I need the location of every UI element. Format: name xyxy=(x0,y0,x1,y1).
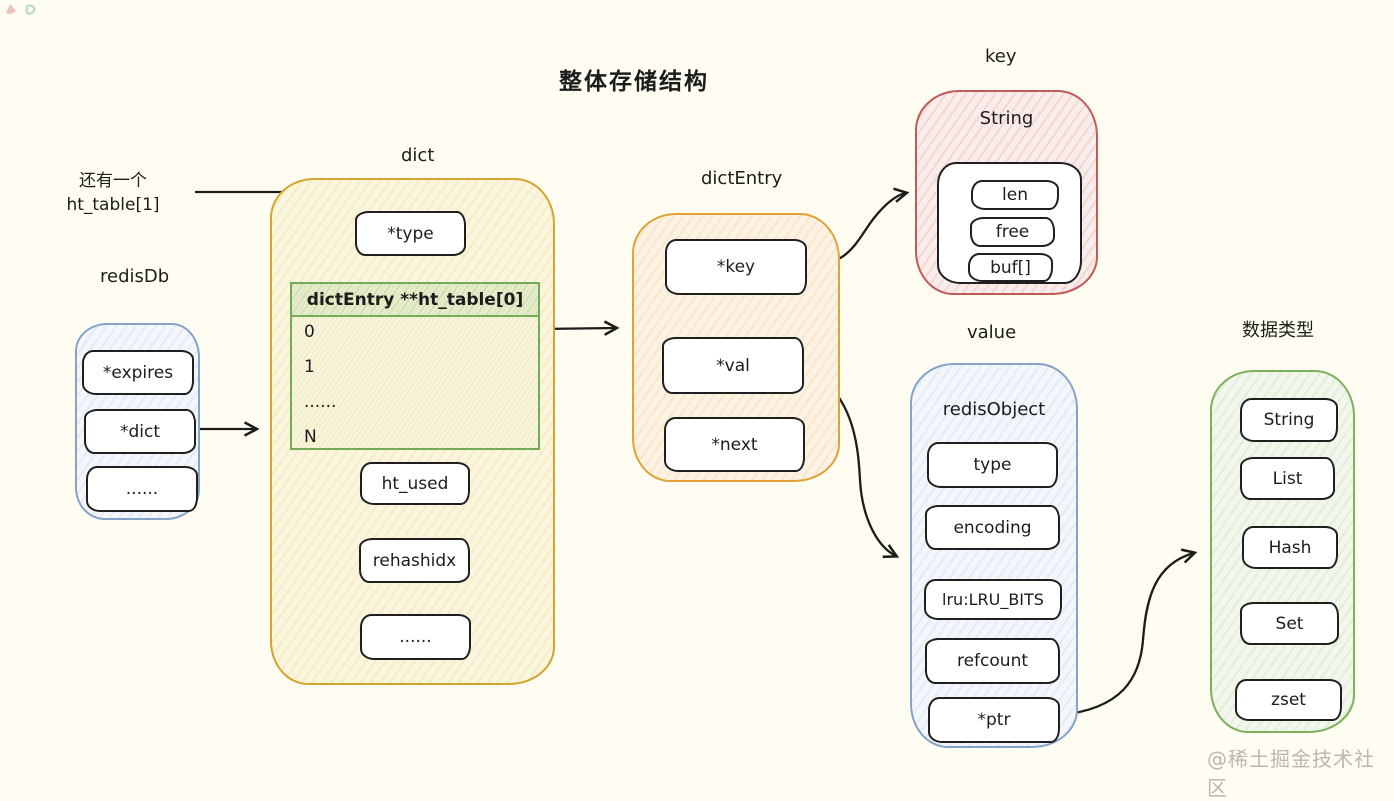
ht-table: dictEntry **ht_table[0] 0 1 ...... N xyxy=(290,282,540,450)
datatypes-label: 数据类型 xyxy=(1242,320,1314,341)
datatype-set: Set xyxy=(1240,602,1339,645)
dict-field-rehashidx: rehashidx xyxy=(359,538,470,583)
annotation-line2: ht_table[1] xyxy=(66,194,160,215)
redisobject-field-encoding: encoding xyxy=(925,505,1060,550)
dict-field-more: ...... xyxy=(360,614,471,660)
ht-table-body: 0 1 ...... N xyxy=(292,317,538,451)
value-label: value xyxy=(967,322,1017,343)
dict-label: dict xyxy=(401,145,435,166)
dictentry-field-next: *next xyxy=(664,417,805,472)
datatype-zset: zset xyxy=(1235,679,1342,721)
redisobject-field-type: type xyxy=(927,442,1058,488)
value-box: redisObject type encoding lru:LRU_BITS r… xyxy=(910,363,1078,748)
watermark: @稀土掘金技术社区 xyxy=(1207,747,1375,800)
key-struct-name: String xyxy=(979,108,1034,129)
dictentry-label: dictEntry xyxy=(701,168,783,189)
dict-field-type: *type xyxy=(355,211,466,256)
datatypes-box: String List Hash Set zset xyxy=(1210,370,1355,733)
redisobject-field-lru: lru:LRU_BITS xyxy=(924,579,1062,620)
ht-table1-annotation: 还有一个 ht_table[1] xyxy=(44,170,182,218)
sds-field-buf: buf[] xyxy=(968,253,1053,282)
corner-red-mark xyxy=(6,4,16,14)
corner-teal-mark xyxy=(25,4,36,15)
redisdb-label: redisDb xyxy=(100,266,170,287)
datatype-string: String xyxy=(1240,398,1338,442)
annotation-line1: 还有一个 xyxy=(79,171,147,191)
diagram-title: 整体存储结构 xyxy=(559,69,709,95)
redisdb-box: *expires *dict ...... xyxy=(75,323,200,520)
key-box: String len free buf[] xyxy=(915,90,1098,295)
ptr-to-datatypes-arrow xyxy=(1058,553,1194,717)
sds-card: len free buf[] xyxy=(937,162,1082,284)
ht-table-row-0: 0 xyxy=(304,322,315,342)
dict-box: *type dictEntry **ht_table[0] 0 1 ......… xyxy=(270,178,555,685)
ht-table-header: dictEntry **ht_table[0] xyxy=(292,284,538,317)
dict-field-ht-used: ht_used xyxy=(360,462,470,505)
redisdb-field-more: ...... xyxy=(86,466,198,512)
ht-table-row-n: N xyxy=(304,427,317,447)
sds-field-len: len xyxy=(971,180,1059,210)
redisobject-field-refcount: refcount xyxy=(925,638,1060,684)
dictentry-field-key: *key xyxy=(665,239,807,295)
value-struct-name: redisObject xyxy=(942,399,1046,420)
redisobject-field-ptr: *ptr xyxy=(928,697,1060,743)
dictentry-field-val: *val xyxy=(662,337,804,394)
dictentry-box: *key *val *next xyxy=(632,213,840,482)
sds-field-free: free xyxy=(970,217,1055,247)
redisdb-field-expires: *expires xyxy=(82,350,194,395)
ht-table-row-dots: ...... xyxy=(304,392,337,412)
ht-table-row-1: 1 xyxy=(304,357,315,377)
datatype-list: List xyxy=(1240,457,1335,500)
key-label: key xyxy=(985,46,1017,67)
redisdb-field-dict: *dict xyxy=(84,409,196,454)
datatype-hash: Hash xyxy=(1242,526,1338,569)
